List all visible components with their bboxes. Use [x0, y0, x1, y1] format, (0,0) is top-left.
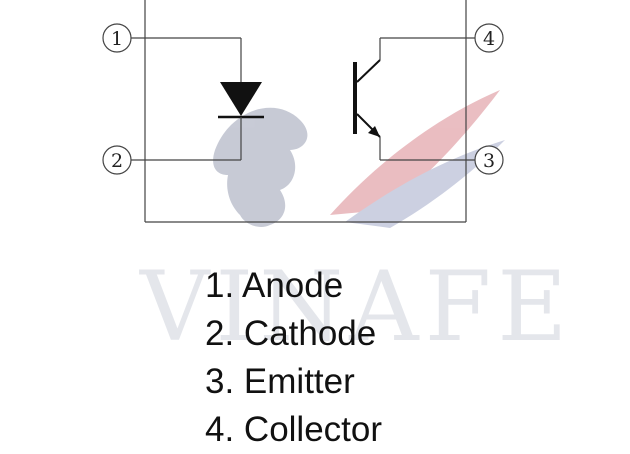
legend-item-anode: 1. Anode	[205, 266, 344, 305]
schematic-svg: VINAFE 1 2	[102, 0, 573, 363]
pin-3-number: 3	[483, 150, 495, 172]
pin-4-number: 4	[483, 28, 495, 50]
pin-3-circle	[474, 145, 504, 175]
pin-1: 1	[102, 23, 242, 82]
watermark-wing-red	[330, 90, 500, 215]
phototransistor	[353, 37, 475, 161]
legend-item-emitter: 3. Emitter	[205, 362, 355, 401]
vinafe-watermark-logo: VINAFE	[139, 90, 573, 363]
led-triangle	[220, 82, 262, 116]
pin-1-number: 1	[111, 28, 123, 50]
legend-item-cathode: 2. Cathode	[205, 314, 377, 353]
optocoupler-diagram: VINAFE 1 2	[102, 0, 573, 449]
pin-2-number: 2	[111, 150, 123, 172]
pin-legend: 1. Anode 2. Cathode 3. Emitter 4. Collec…	[205, 262, 382, 454]
pin-4: 4	[474, 23, 504, 53]
led-diode	[218, 82, 264, 160]
watermark-horse	[213, 107, 308, 227]
emitter-arrow	[368, 126, 380, 137]
collector-diagonal	[356, 59, 381, 83]
transistor-base-bar	[353, 62, 357, 134]
pin-3: 3	[474, 145, 504, 175]
pin-2: 2	[102, 145, 241, 175]
watermark-text: VINAFE	[139, 251, 573, 363]
watermark-wing-blue	[345, 140, 505, 228]
legend-item-collector: 4. Collector	[205, 410, 383, 449]
pin-4-circle	[474, 23, 504, 53]
